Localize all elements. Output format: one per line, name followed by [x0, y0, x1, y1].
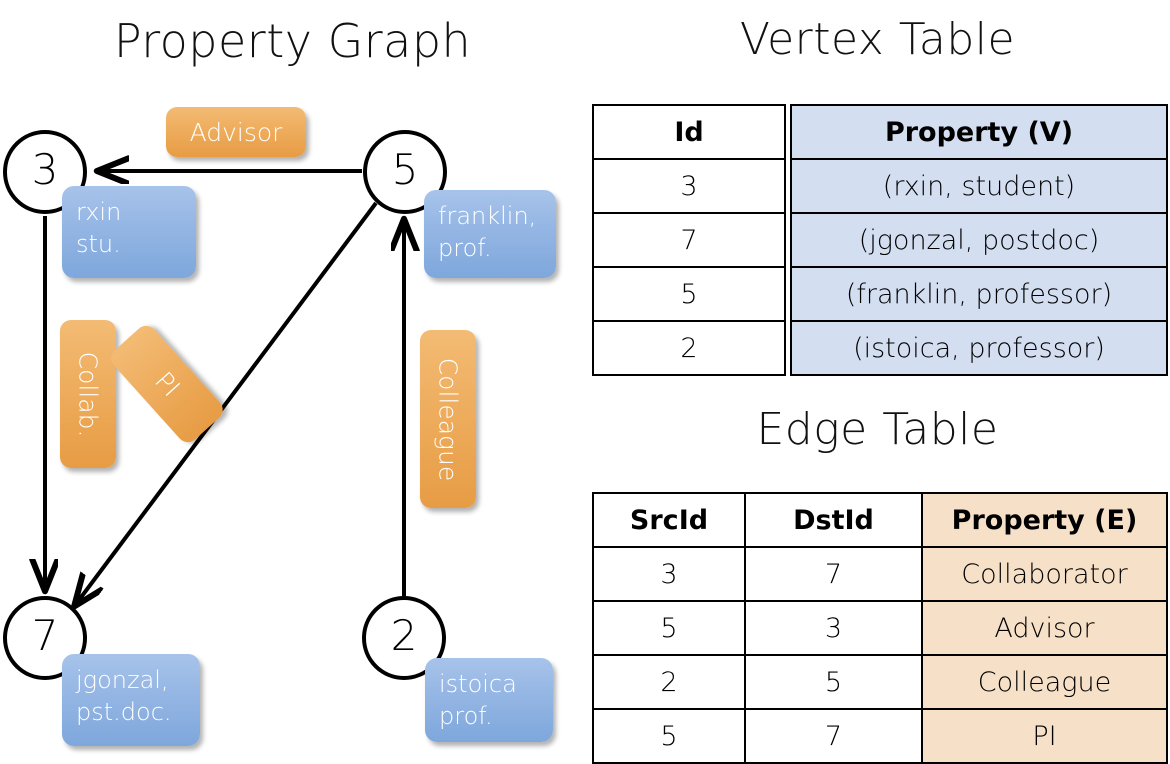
page-title-vertex-table: Vertex Table: [739, 14, 1016, 65]
vertex-node-5-label: 5: [391, 145, 419, 194]
edge-label-colleague[interactable]: Colleague: [420, 330, 476, 508]
edge-row-1-dst: 3: [744, 600, 923, 656]
table-row[interactable]: (istoica, professor): [790, 320, 1168, 376]
vertex-node-5[interactable]: 5: [363, 130, 447, 214]
edge-row-3-src: 5: [592, 708, 746, 764]
vertex-property-box-7-line2: pst.doc.: [76, 698, 172, 727]
vertex-row-1-id: 7: [592, 212, 786, 268]
vertex-node-2-label: 2: [390, 611, 418, 660]
table-row[interactable]: 5 7: [592, 708, 923, 764]
vertex-row-0-property: (rxin, student): [790, 158, 1168, 214]
table-header-row: Property (E): [921, 492, 1168, 548]
vertex-property-box-5-line2: prof.: [438, 234, 492, 263]
table-row[interactable]: (rxin, student): [790, 158, 1168, 214]
edge-table-property-column: Property (E) Collaborator Advisor Collea…: [921, 492, 1168, 764]
vertex-row-3-property: (istoica, professor): [790, 320, 1168, 376]
vertex-row-3-id: 2: [592, 320, 786, 376]
vertex-node-7-label: 7: [31, 611, 59, 660]
vertex-property-box-2-line2: prof.: [439, 702, 493, 731]
vertex-property-box-7-line1: jgonzal,: [76, 666, 169, 694]
table-row[interactable]: Advisor: [921, 600, 1168, 656]
column-header-id: Id: [592, 104, 786, 160]
vertex-table-property-column: Property (V) (rxin, student) (jgonzal, p…: [790, 104, 1168, 376]
vertex-node-2[interactable]: 2: [362, 596, 446, 680]
edge-row-2-dst: 5: [744, 654, 923, 710]
table-row[interactable]: (franklin, professor): [790, 266, 1168, 322]
graph-edges-layer: [0, 0, 585, 760]
column-header-srcid: SrcId: [592, 492, 746, 548]
table-header-row: Property (V): [790, 104, 1168, 160]
table-row[interactable]: 2 5: [592, 654, 923, 710]
edge-row-3-dst: 7: [744, 708, 923, 764]
edge-label-collab[interactable]: Collab.: [60, 320, 116, 468]
page-title-property-graph: Property Graph: [113, 14, 472, 68]
table-row[interactable]: 2: [592, 320, 786, 376]
column-header-property-e: Property (E): [921, 492, 1168, 548]
table-row[interactable]: Colleague: [921, 654, 1168, 710]
edge-table-src-dst-columns: SrcId DstId 3 7 5 3 2 5 5 7: [592, 492, 923, 764]
edge-label-advisor[interactable]: Advisor: [166, 107, 306, 157]
edge-label-collab-text: Collab.: [73, 351, 103, 437]
page-title-edge-table: Edge Table: [756, 404, 999, 455]
vertex-property-box-3-line1: rxin: [76, 198, 122, 226]
table-row[interactable]: 3: [592, 158, 786, 214]
table-header-row: Id: [592, 104, 786, 160]
vertex-property-box-2[interactable]: istoica prof.: [425, 658, 553, 742]
vertex-row-0-id: 3: [592, 158, 786, 214]
table-row[interactable]: 5: [592, 266, 786, 322]
edge-5-to-7-pi: [76, 201, 378, 604]
edge-label-pi-text: PI: [148, 365, 186, 403]
edge-row-3-property: PI: [921, 708, 1168, 764]
vertex-property-box-3[interactable]: rxin stu.: [62, 186, 196, 278]
property-graph-diagram: 3 5 7 2 rxin stu. franklin, prof. jgonza…: [0, 0, 585, 760]
vertex-table-id-column: Id 3 7 5 2: [592, 104, 786, 376]
column-header-dstid: DstId: [744, 492, 923, 548]
table-header-row: SrcId DstId: [592, 492, 923, 548]
table-row[interactable]: 5 3: [592, 600, 923, 656]
vertex-row-1-property: (jgonzal, postdoc): [790, 212, 1168, 268]
edge-row-1-property: Advisor: [921, 600, 1168, 656]
vertex-property-box-2-line1: istoica: [439, 670, 517, 698]
vertex-row-2-property: (franklin, professor): [790, 266, 1168, 322]
edge-label-advisor-text: Advisor: [189, 117, 283, 147]
table-row[interactable]: 3 7: [592, 546, 923, 602]
table-row[interactable]: 7: [592, 212, 786, 268]
vertex-property-box-5-line1: franklin,: [438, 202, 537, 230]
column-header-property-v: Property (V): [790, 104, 1168, 160]
vertex-property-box-7[interactable]: jgonzal, pst.doc.: [62, 654, 200, 746]
edge-row-2-property: Colleague: [921, 654, 1168, 710]
table-row[interactable]: Collaborator: [921, 546, 1168, 602]
edge-label-colleague-text: Colleague: [433, 357, 463, 481]
vertex-property-box-3-line2: stu.: [76, 230, 121, 259]
vertex-property-box-5[interactable]: franklin, prof.: [424, 190, 556, 278]
vertex-row-2-id: 5: [592, 266, 786, 322]
edge-row-0-src: 3: [592, 546, 746, 602]
table-row[interactable]: (jgonzal, postdoc): [790, 212, 1168, 268]
vertex-node-3-label: 3: [31, 145, 59, 194]
edge-row-2-src: 2: [592, 654, 746, 710]
edge-row-0-property: Collaborator: [921, 546, 1168, 602]
edge-row-1-src: 5: [592, 600, 746, 656]
edge-row-0-dst: 7: [744, 546, 923, 602]
table-row[interactable]: PI: [921, 708, 1168, 764]
